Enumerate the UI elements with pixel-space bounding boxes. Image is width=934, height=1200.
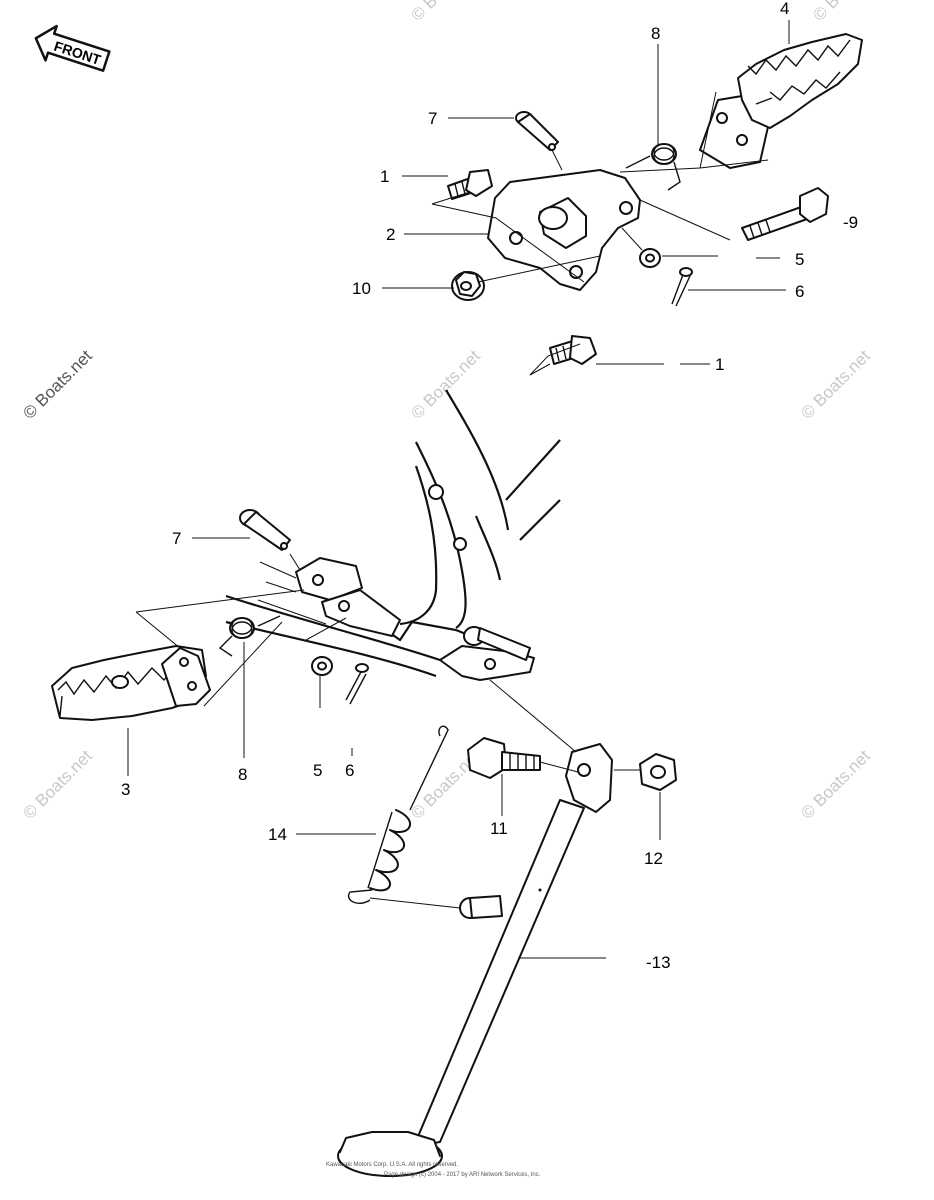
flange-nut [451,271,485,301]
upper-footpeg-assembly [431,33,863,376]
spring-pin [459,895,503,919]
callout-4: 4 [780,0,789,18]
watermark: © Boats.net [407,346,484,423]
callout-10: 10 [352,279,371,298]
callout-5-lower: 5 [313,761,322,780]
watermark: © Boats.net [407,0,484,25]
explode-lines-stand [369,679,640,909]
callout-6-lower: 6 [345,761,354,780]
stand-bolt [467,737,541,779]
callout-7-upper: 7 [428,109,437,128]
bolt [447,169,493,200]
side-stand [337,743,613,1177]
callout-7-lower: 7 [172,529,181,548]
callout-3: 3 [121,780,130,799]
washer [311,656,333,676]
callout-9: -9 [843,213,858,232]
footpeg-bracket [487,169,641,291]
watermark: © Boats.net [19,746,96,823]
copyright-line: Kawasaki Motors Corp. U.S.A. All rights … [326,1162,458,1168]
watermark: © Boats.net [19,346,96,423]
page-design-line: Page design (c) 2004 - 2017 by ARI Netwo… [384,1172,541,1178]
callout-11: 11 [490,819,508,838]
footer: Kawasaki Motors Corp. U.S.A. All rights … [326,1162,541,1178]
watermark: © Boats.net [797,746,874,823]
pivot-bolt [741,187,829,241]
watermark: © Boats.net [809,0,886,25]
callouts: 4 8 7 1 -9 2 5 10 6 1 7 3 8 [121,0,858,972]
callout-14: 14 [268,825,287,844]
callout-6-upper: 6 [795,282,804,301]
cotter-pin [671,267,693,307]
footpeg-bracket [295,557,401,637]
callout-1-upper: 1 [380,167,389,186]
callout-8-upper: 8 [651,24,660,43]
cotter-pin [345,663,369,705]
front-arrow-icon: FRONT [34,24,111,72]
callout-2: 2 [386,225,395,244]
callout-13: -13 [646,953,671,972]
footpeg-left [51,645,211,721]
side-stand-assembly [337,679,677,1177]
clevis-pin [239,509,291,551]
return-spring [218,615,281,657]
explode-lines-lower [135,553,347,707]
callout-1-lower: 1 [715,355,724,374]
frame-section [225,389,561,681]
watermark: © Boats.net [797,346,874,423]
bolt [549,335,597,365]
explode-lines-upper [431,91,769,376]
stand-spring [347,725,449,904]
return-spring [625,143,681,191]
footpeg-right [699,33,863,169]
lower-footpeg-assembly [51,509,401,721]
callout-8-lower: 8 [238,765,247,784]
clevis-pin [515,111,559,151]
callout-5-upper: 5 [795,250,804,269]
washer [639,248,661,268]
callout-12: 12 [644,849,663,868]
stand-nut [639,753,677,791]
